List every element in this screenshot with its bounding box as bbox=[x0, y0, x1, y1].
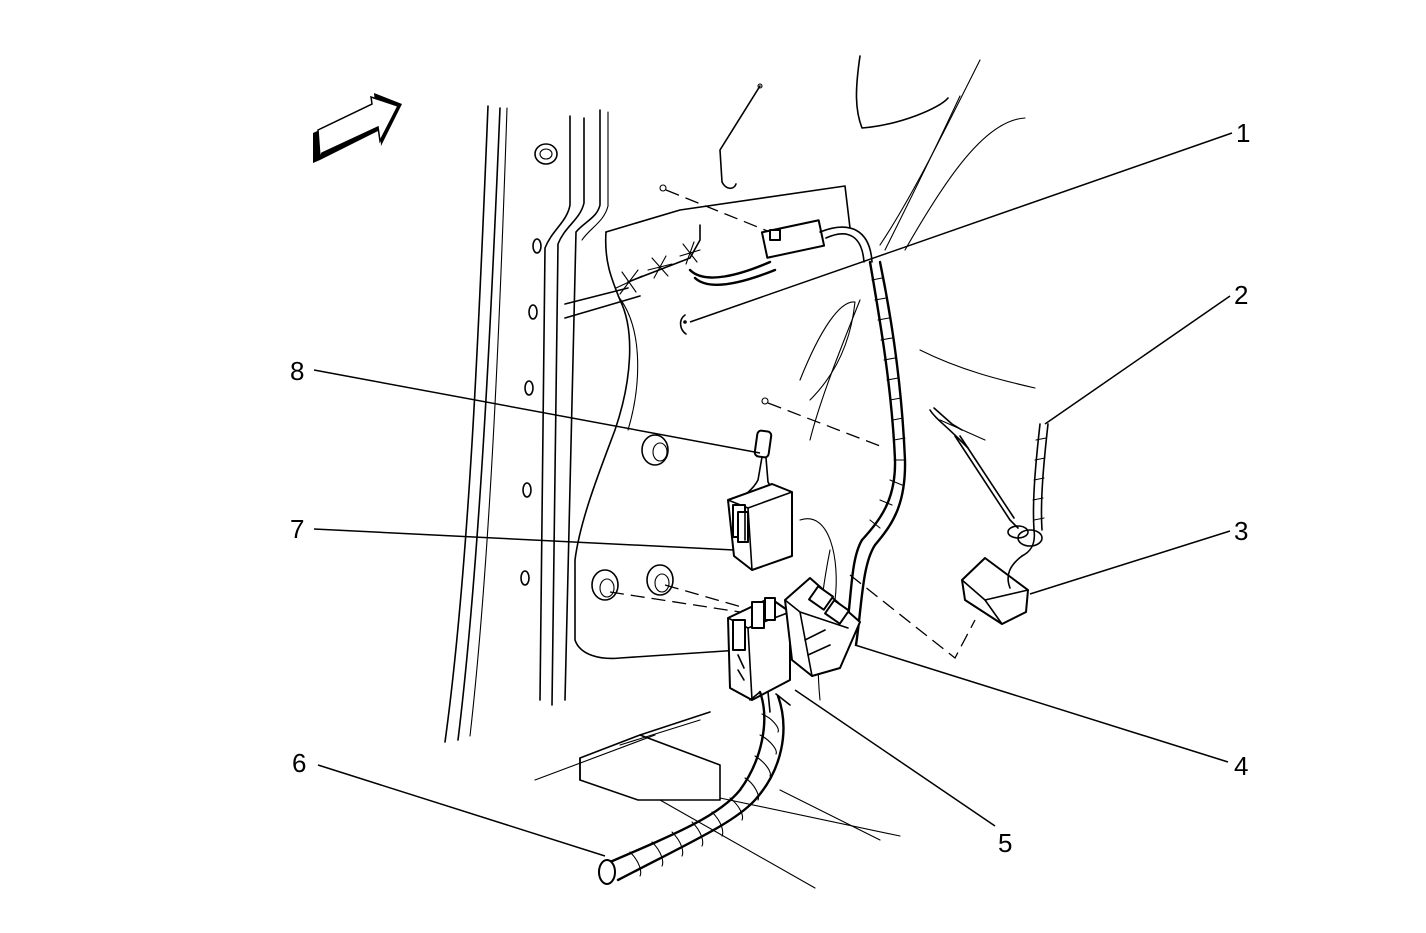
part-2-lead bbox=[929, 407, 1049, 557]
callout-5: 5 bbox=[998, 828, 1012, 858]
leader-8 bbox=[313, 369, 761, 454]
callout-2: 2 bbox=[1234, 280, 1248, 310]
part-3-module bbox=[961, 555, 1029, 625]
callout-3: 3 bbox=[1234, 516, 1248, 546]
leader-3 bbox=[1029, 530, 1231, 595]
callout-labels: 1 2 3 4 5 6 7 8 bbox=[290, 118, 1250, 858]
leader-7 bbox=[313, 528, 735, 551]
fastener-paths bbox=[609, 184, 976, 659]
leader-2 bbox=[1044, 295, 1231, 425]
leader-5 bbox=[794, 689, 996, 827]
callout-7: 7 bbox=[290, 514, 304, 544]
leader-4 bbox=[854, 644, 1229, 763]
callout-1: 1 bbox=[1236, 118, 1250, 148]
part-7-module bbox=[727, 483, 793, 571]
callout-8: 8 bbox=[290, 356, 304, 386]
leader-1 bbox=[689, 132, 1233, 323]
callout-6: 6 bbox=[292, 748, 306, 778]
callout-leaders bbox=[313, 132, 1233, 857]
body-panel bbox=[444, 55, 1036, 889]
callout-4: 4 bbox=[1234, 751, 1248, 781]
antenna-lead bbox=[719, 83, 763, 190]
forward-arrow-icon bbox=[313, 93, 402, 163]
part-5-connector bbox=[727, 597, 791, 701]
part-4-connector bbox=[784, 577, 861, 677]
leader-6 bbox=[317, 764, 606, 857]
wiring-harness bbox=[615, 219, 907, 647]
part-6-harness bbox=[598, 690, 791, 885]
